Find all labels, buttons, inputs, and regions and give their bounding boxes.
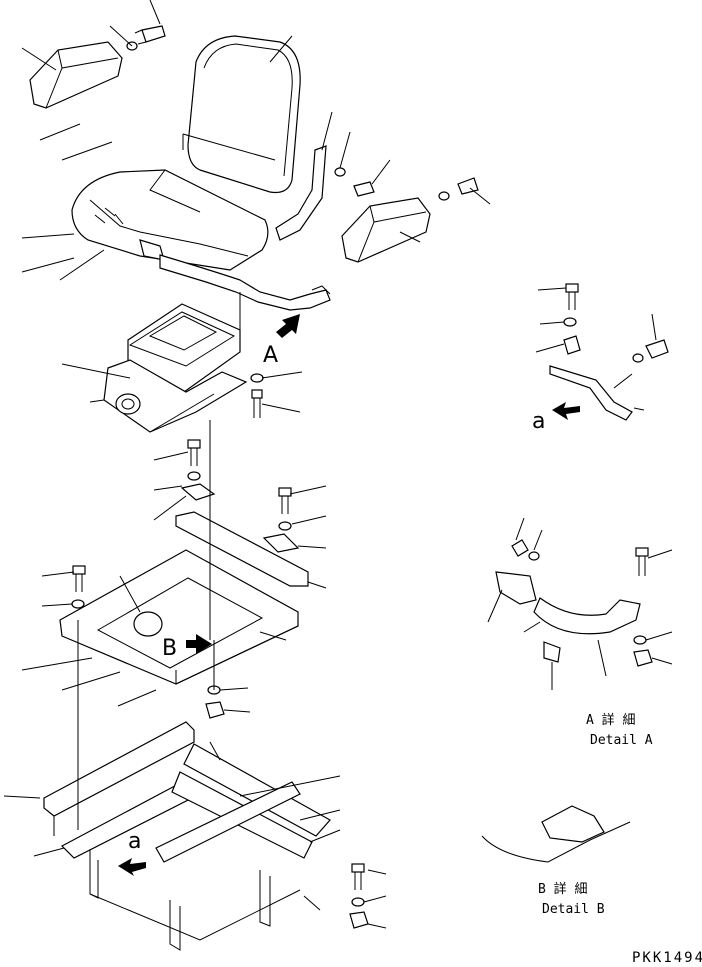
harness — [159, 254, 331, 311]
detail-a-en-label: Detail A — [590, 733, 653, 748]
nut-lower — [205, 701, 225, 719]
bolt-mid-right — [278, 487, 292, 514]
detail-a-drawing — [495, 539, 653, 667]
detail-b-drawing — [481, 805, 631, 863]
arrow-b-icon — [186, 634, 212, 654]
leader-lines — [3, 0, 673, 929]
seat-back — [182, 35, 301, 194]
arrow-a-icon — [276, 314, 300, 338]
nut-bottom — [349, 911, 369, 929]
mount-plate — [59, 549, 299, 685]
seat-cushion — [71, 169, 269, 271]
view-label-a: A — [263, 343, 278, 368]
arrow-a-bottom-icon — [118, 858, 146, 876]
bolt-top — [134, 25, 166, 45]
bolt-right-top — [353, 181, 375, 197]
washer-left — [71, 599, 85, 609]
washer-right-arm — [438, 191, 450, 201]
arrow-a-detail-icon — [552, 402, 580, 420]
armrest-left — [29, 41, 123, 109]
bolt-mid-left — [187, 439, 201, 466]
detail-a-jp-label: A 詳 細 — [586, 712, 635, 728]
detail-b-jp-label: B 詳 細 — [538, 881, 587, 897]
washer-bottom — [351, 897, 365, 907]
washer-mid-right — [278, 521, 292, 531]
washer-right-top — [334, 167, 346, 177]
washer-mid — [187, 471, 201, 481]
bolt-a — [251, 389, 263, 418]
detail-b-en-label: Detail B — [542, 902, 605, 917]
plate-small — [180, 483, 216, 501]
base-frame — [43, 721, 331, 951]
guide-lines — [77, 292, 241, 830]
bolt-bottom — [351, 863, 365, 890]
plate-right — [262, 533, 300, 553]
arrow-a-top-label: a — [532, 409, 545, 434]
back-bracket — [275, 145, 327, 241]
opening — [133, 611, 163, 637]
arrow-a-bottom-label: a — [128, 829, 141, 854]
rail-upper — [175, 511, 309, 587]
detail-small-a — [549, 283, 669, 421]
drawing-code: PKK1494 — [632, 950, 702, 966]
bolt-left — [72, 565, 86, 592]
washer-a — [250, 373, 264, 383]
suspension-assembly — [89, 303, 248, 433]
view-label-b: B — [162, 636, 177, 661]
armrest-right — [341, 197, 431, 263]
